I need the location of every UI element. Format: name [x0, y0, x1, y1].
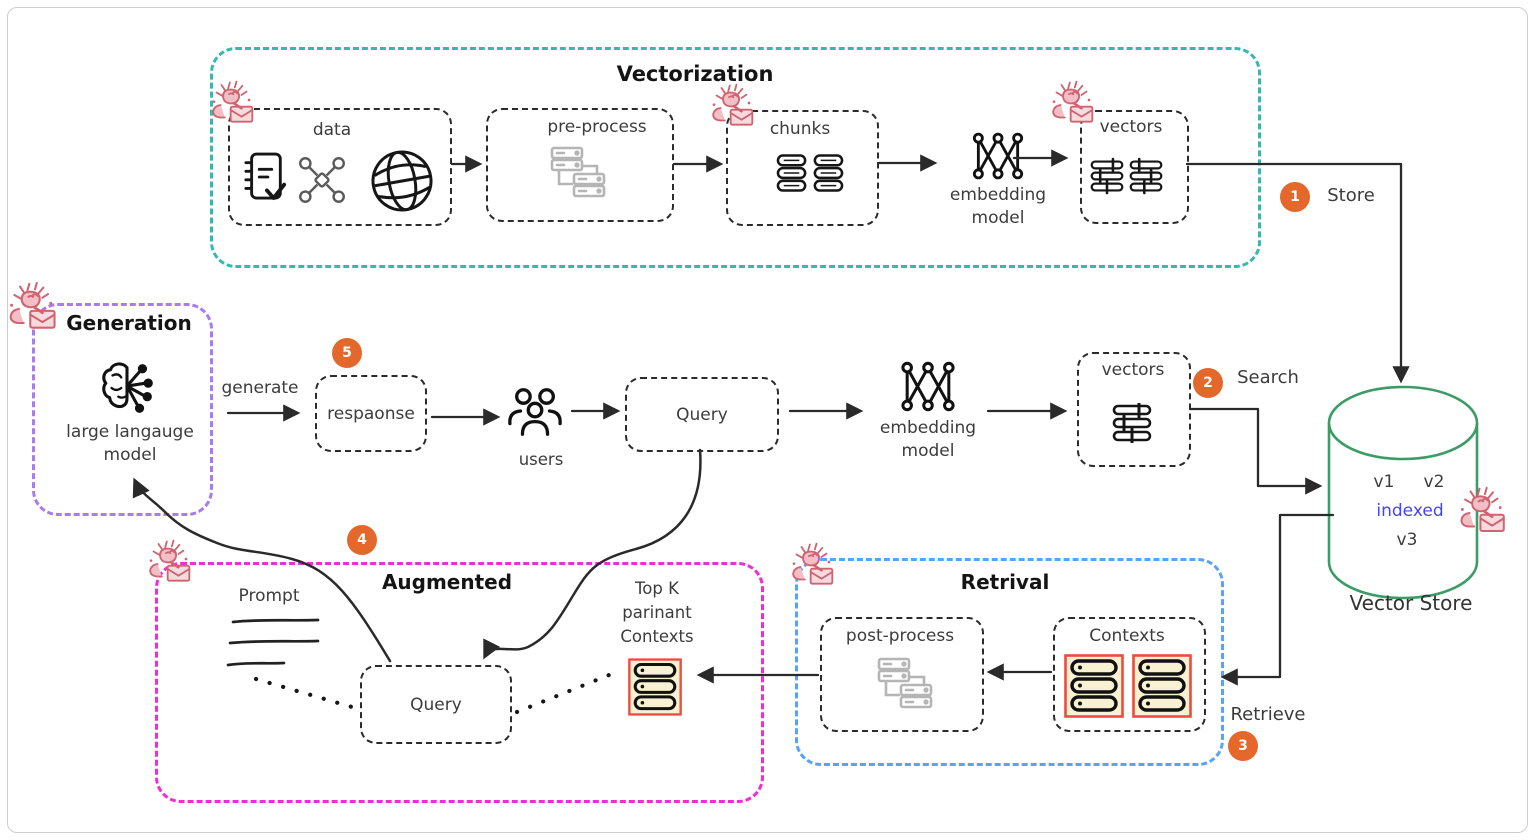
- embedding-model-label: embedding model: [879, 418, 977, 461]
- response-label: respaonse: [327, 403, 415, 424]
- llm-brain-icon: [102, 362, 153, 413]
- chunks-icon: [776, 154, 844, 192]
- doodle-stamp-icon: [209, 79, 259, 131]
- chunks-label: chunks: [769, 119, 831, 139]
- response-node: respaonse: [315, 375, 427, 452]
- retrieval-title: Retrival: [960, 570, 1050, 594]
- server-stack-icon: [550, 146, 606, 198]
- llm-label: large langauge model: [66, 422, 194, 465]
- doodle-stamp-icon: [6, 281, 62, 337]
- page-frame: [7, 7, 1528, 833]
- vectors-label: vectors: [1101, 360, 1165, 380]
- network-icon: [299, 157, 345, 203]
- embedding-model-icon: [972, 132, 1024, 180]
- augmented-title: Augmented: [381, 570, 513, 594]
- step-badge-retrieve: 3: [1228, 731, 1258, 761]
- store-label: Store: [1327, 185, 1375, 206]
- doodle-stamp-icon: [146, 538, 196, 590]
- vector-store-v3: v3: [1396, 530, 1418, 550]
- contexts-server-icon: [1064, 654, 1124, 718]
- notebook-icon: [244, 152, 287, 200]
- doodle-stamp-icon: [1049, 79, 1099, 131]
- step-badge-store: 1: [1280, 182, 1310, 212]
- query-node: Query: [625, 377, 779, 452]
- sliders-icon: [1129, 157, 1163, 195]
- contexts-server-icon: [1132, 654, 1192, 718]
- generation-title: Generation: [66, 311, 192, 335]
- contexts-label: Contexts: [1089, 626, 1165, 646]
- generate-label: generate: [221, 378, 299, 398]
- search-label: Search: [1237, 367, 1299, 388]
- generation-section: [32, 303, 213, 516]
- contexts-node: [1053, 617, 1206, 732]
- retrieval-section: [795, 558, 1224, 766]
- prompt-label: Prompt: [238, 586, 300, 606]
- topk-server-icon: [628, 658, 682, 716]
- chunks-node: [726, 110, 879, 226]
- augmented-section: [155, 562, 764, 803]
- vector-store-v2: v2: [1423, 472, 1445, 492]
- data-label: data: [312, 120, 352, 140]
- users-label: users: [518, 450, 564, 469]
- doodle-stamp-icon: [709, 82, 759, 134]
- vector-store-cylinder: [1327, 385, 1479, 600]
- doodle-stamp-icon: [789, 541, 839, 593]
- sliders-icon: [1090, 157, 1124, 195]
- augmented-query-label: Query: [410, 694, 462, 715]
- postprocess-label: post-process: [845, 626, 955, 646]
- vector-store-caption: Vector Store: [1349, 591, 1473, 615]
- sliders-icon: [1112, 403, 1152, 443]
- globe-icon: [371, 150, 433, 212]
- step-badge-search: 2: [1193, 368, 1223, 398]
- step-badge-augment: 4: [347, 525, 377, 555]
- preprocess-label: pre-process: [547, 117, 647, 137]
- data-node: [228, 108, 452, 226]
- retrieve-label: Retrieve: [1230, 704, 1306, 725]
- topk-contexts-label: Top K parinant Contexts: [620, 579, 694, 646]
- augmented-query-node: Query: [360, 665, 512, 744]
- vectorization-title: Vectorization: [616, 62, 774, 86]
- vector-store-indexed: indexed: [1376, 501, 1444, 521]
- server-stack-icon: [877, 657, 933, 709]
- postprocess-node: [820, 617, 984, 732]
- vectorization-section: [210, 47, 1261, 268]
- step-badge-respond: 5: [332, 338, 362, 368]
- embedding-model-label: embedding model: [949, 185, 1047, 228]
- vectors-label: vectors: [1099, 117, 1163, 137]
- doodle-stamp-icon: [1455, 486, 1513, 540]
- embedding-model-icon: [901, 361, 955, 412]
- vector-store-v1: v1: [1373, 472, 1395, 492]
- query-label: Query: [676, 404, 728, 425]
- users-icon: [508, 388, 562, 436]
